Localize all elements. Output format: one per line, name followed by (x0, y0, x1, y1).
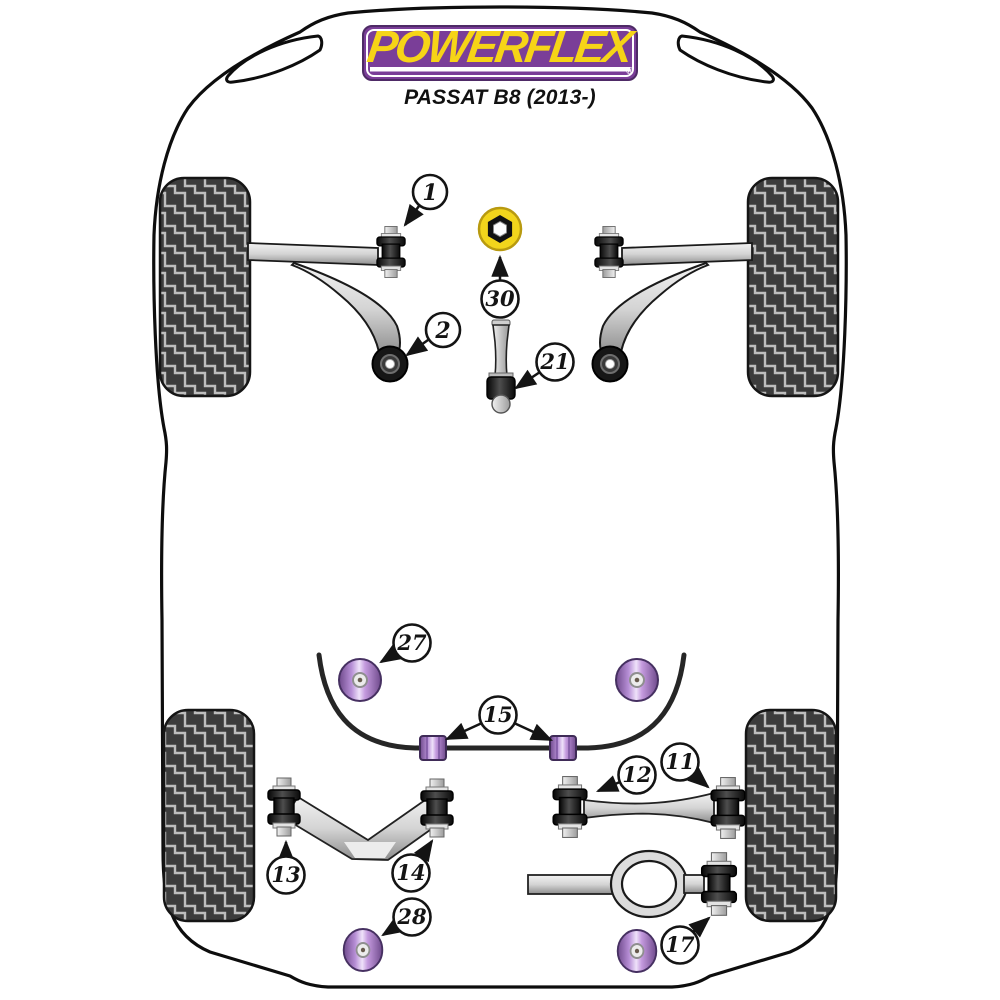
rear-left-tire (162, 708, 256, 923)
callout-21: 21 (514, 342, 575, 390)
svg-text:30: 30 (485, 286, 515, 311)
subframe-bush-rear-right (616, 929, 658, 973)
subframe-bush-front-left (338, 658, 382, 702)
brand-registered-mark: ® (626, 66, 634, 77)
callout-14: 14 (391, 839, 434, 893)
tires (158, 176, 840, 923)
callout-27: 27 (379, 623, 432, 664)
svg-text:13: 13 (271, 862, 300, 887)
callout-17: 17 (660, 916, 711, 965)
rear-lateral-link (552, 775, 746, 840)
callout-1: 1 (403, 173, 449, 227)
rear-anti-roll-bar (316, 652, 687, 751)
callout-11: 11 (660, 742, 710, 789)
svg-text:28: 28 (396, 904, 427, 929)
brand-logo-background (362, 25, 638, 81)
arb-bush-right (549, 735, 577, 761)
rear-trailing-arm (527, 849, 738, 919)
svg-text:12: 12 (622, 762, 651, 787)
callout-12: 12 (595, 755, 657, 795)
model-title: PASSAT B8 (2013-) (404, 86, 596, 109)
callout-28: 28 (381, 897, 432, 937)
rear-right-tire (744, 708, 838, 923)
subframe-bush-rear-left (342, 928, 384, 972)
svg-text:15: 15 (483, 702, 512, 727)
svg-text:17: 17 (665, 932, 695, 957)
callout-30: 30 (480, 254, 520, 319)
car-body-outline (152, 5, 848, 989)
svg-text:11: 11 (665, 749, 694, 774)
arb-bush-left (419, 735, 447, 761)
callout-2: 2 (405, 311, 462, 357)
subframe-bush-front-right (615, 658, 659, 702)
brand-logo-stripe (370, 67, 630, 72)
svg-text:21: 21 (539, 349, 569, 374)
svg-text:27: 27 (396, 630, 427, 655)
svg-text:2: 2 (434, 318, 450, 344)
left-mirror-outline (225, 34, 324, 84)
callout-13: 13 (266, 839, 306, 895)
front-left-tire (158, 176, 252, 398)
brand-logo-text: POWERFLEX (364, 21, 639, 72)
callout-15: 15 (445, 695, 553, 742)
steering-hex-insert-part (477, 206, 523, 252)
brand-logo-border (366, 29, 634, 77)
right-mirror-outline (676, 34, 775, 84)
svg-text:1: 1 (422, 180, 437, 206)
front-right-tire (746, 176, 840, 398)
brand-logo: POWERFLEX ® (362, 21, 639, 81)
gear-link-part (486, 319, 516, 414)
callouts: 1 2 30 21 27 15 (266, 173, 711, 965)
svg-text:14: 14 (396, 860, 425, 885)
